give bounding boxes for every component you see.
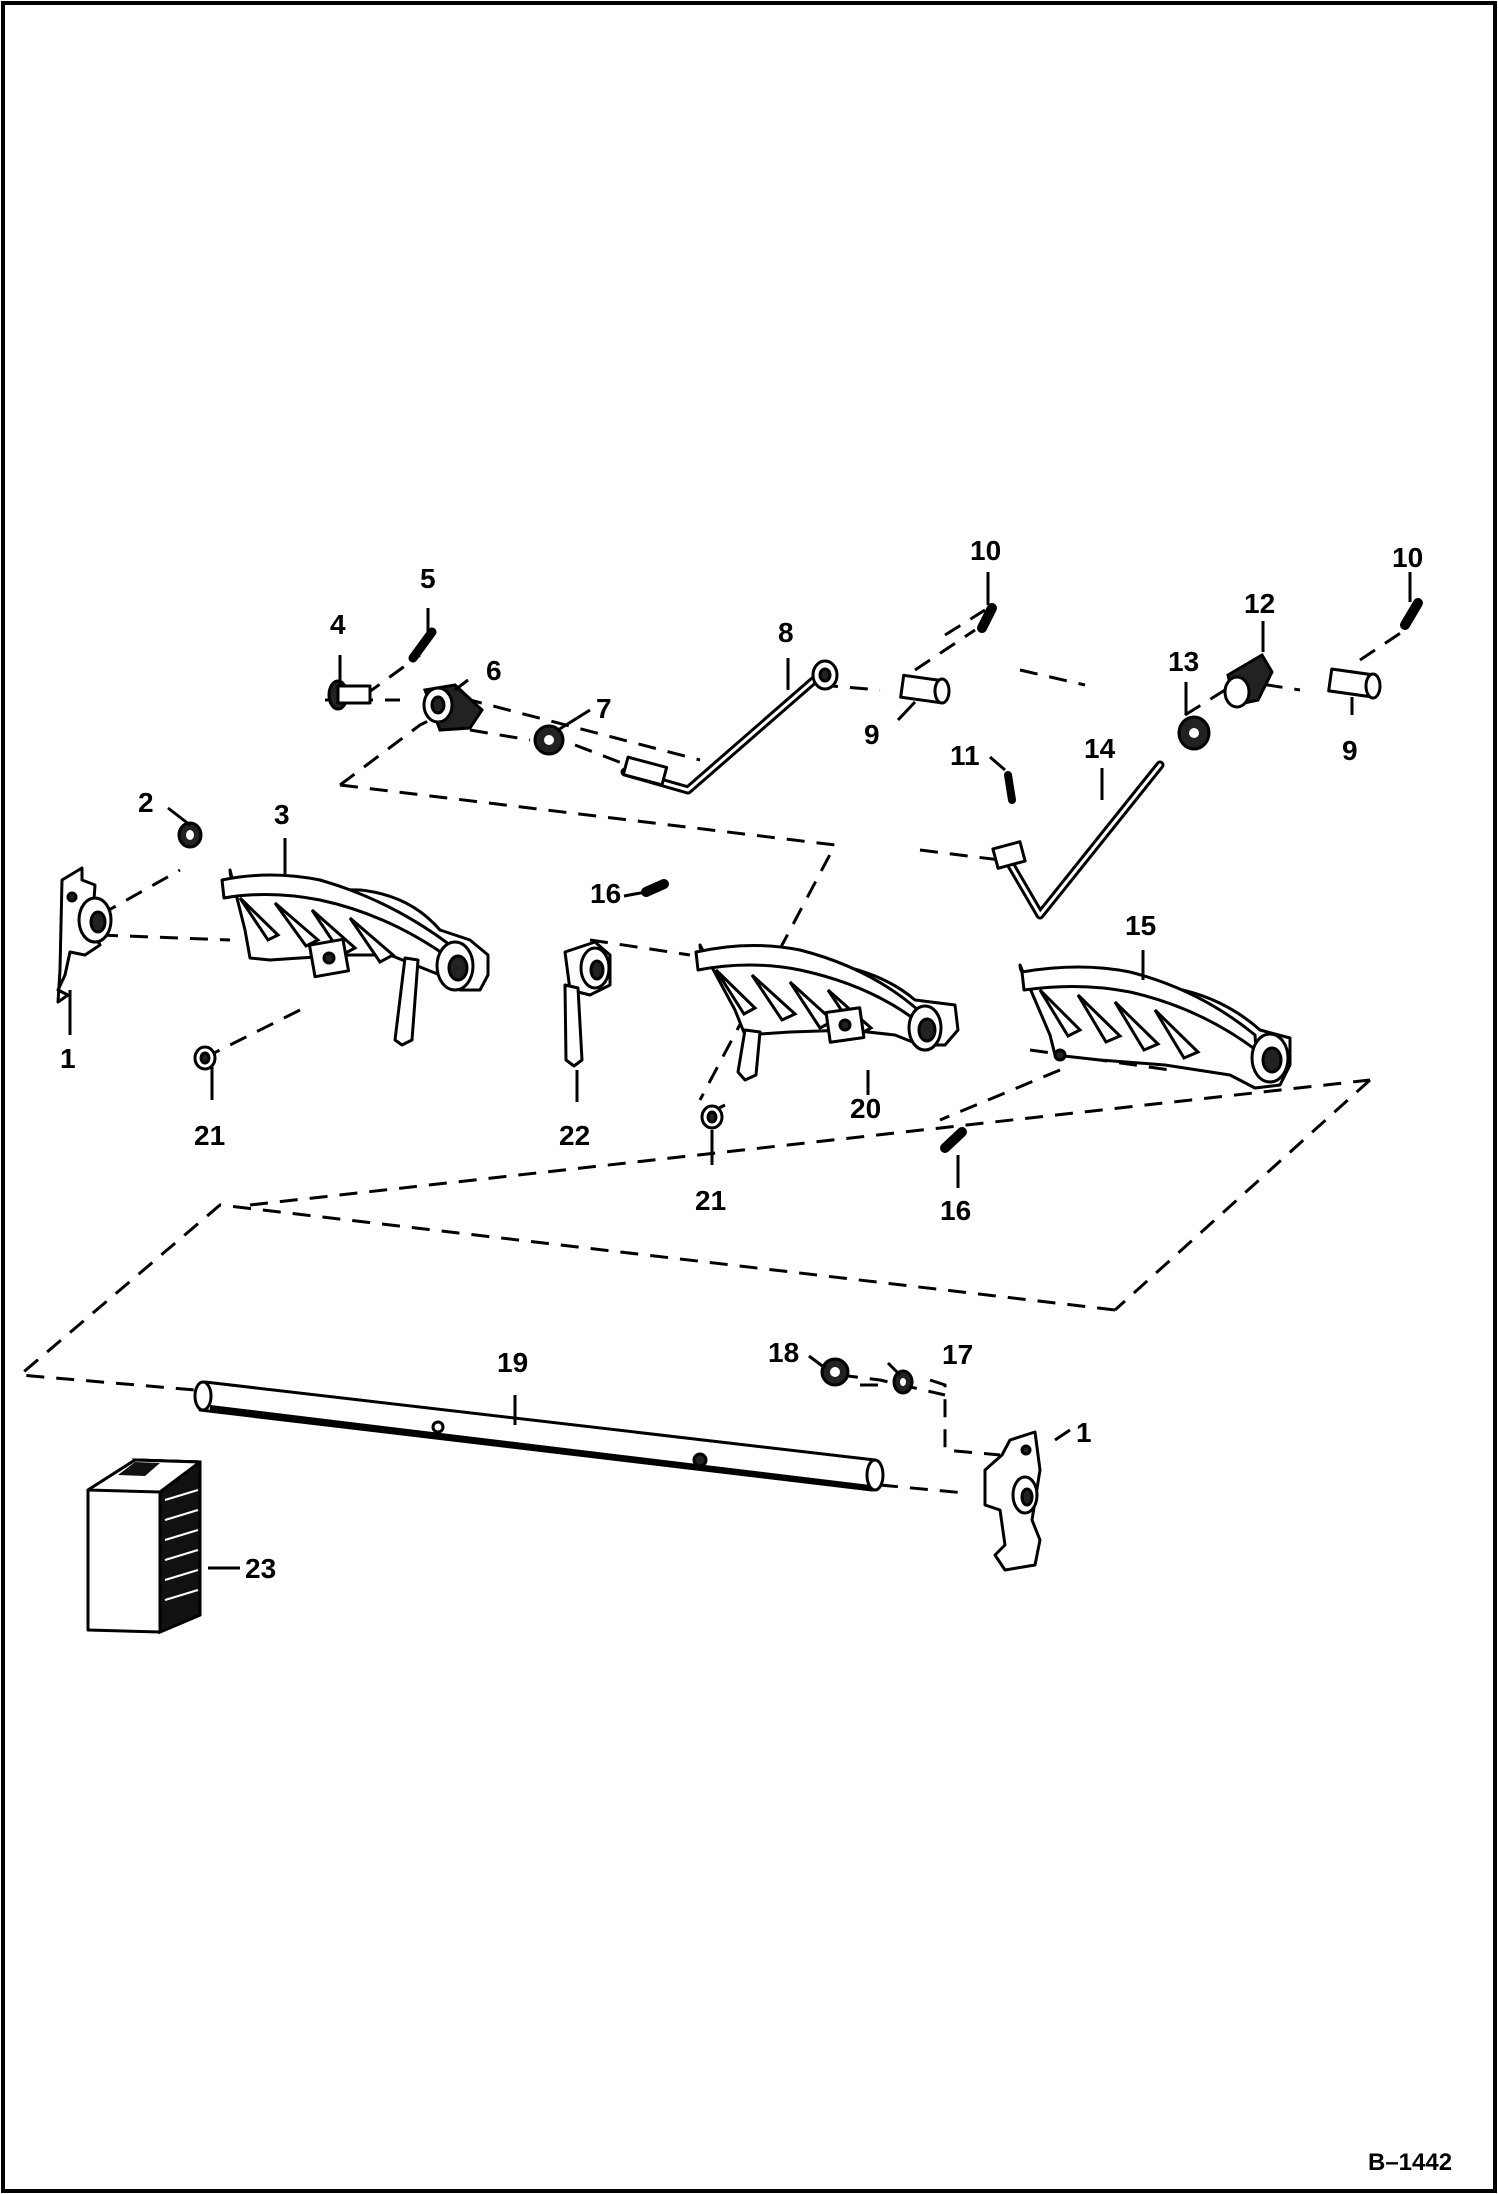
nut-7 xyxy=(533,724,565,756)
callout-15: 15 xyxy=(1125,910,1156,941)
lever-22 xyxy=(563,940,612,1068)
bracket-left xyxy=(56,866,113,1004)
pedal-15 xyxy=(1018,963,1292,1090)
nut-2 xyxy=(177,821,203,849)
rod-end-6 xyxy=(422,683,484,732)
callout-13: 13 xyxy=(1168,646,1199,677)
callout-8: 8 xyxy=(778,617,794,648)
callout-16-upper: 16 xyxy=(590,878,621,909)
pedal-3 xyxy=(220,868,490,1047)
callout-19: 19 xyxy=(497,1347,528,1378)
callout-18: 18 xyxy=(768,1337,799,1368)
nut-18 xyxy=(820,1357,850,1387)
callout-20: 20 xyxy=(850,1093,881,1124)
callouts: 1 2 3 4 5 6 7 8 9 9 10 10 11 12 13 14 15… xyxy=(60,535,1423,1584)
rod-end-12 xyxy=(1223,652,1274,709)
callout-23: 23 xyxy=(245,1553,276,1584)
rod-14 xyxy=(991,760,1165,920)
clip-21-right xyxy=(700,1104,724,1130)
callout-17: 17 xyxy=(942,1339,973,1370)
pedal-20 xyxy=(694,943,960,1082)
figure-reference: B–1442 xyxy=(1368,2149,1452,2176)
callout-3: 3 xyxy=(274,799,290,830)
pin-9-right xyxy=(1327,667,1382,700)
pin-16-upper xyxy=(641,879,669,897)
screw-10-left xyxy=(977,603,997,633)
callout-21-right: 21 xyxy=(695,1185,726,1216)
callout-6: 6 xyxy=(486,655,502,686)
callout-12: 12 xyxy=(1244,588,1275,619)
callout-22: 22 xyxy=(559,1120,590,1151)
callout-9-left: 9 xyxy=(864,719,880,750)
callout-5: 5 xyxy=(420,563,436,594)
callout-9-right: 9 xyxy=(1342,735,1358,766)
callout-16-lower: 16 xyxy=(940,1195,971,1226)
callout-11: 11 xyxy=(950,740,980,771)
callout-1-right: 1 xyxy=(1076,1417,1092,1448)
pin-4 xyxy=(327,679,372,711)
washer-17 xyxy=(892,1369,914,1395)
pin-16-lower xyxy=(940,1127,967,1153)
callout-4: 4 xyxy=(330,609,346,640)
pin-9-left xyxy=(899,673,951,705)
clip-21-left xyxy=(193,1045,217,1071)
pin-11 xyxy=(1004,771,1016,804)
callout-2: 2 xyxy=(138,787,154,818)
shaft-19 xyxy=(193,1380,885,1492)
callout-1-left: 1 xyxy=(60,1043,76,1074)
nut-13 xyxy=(1177,715,1211,751)
screw-5 xyxy=(408,627,437,663)
rod-8 xyxy=(620,659,839,795)
leader-lines xyxy=(68,572,1412,1570)
callout-21-left: 21 xyxy=(194,1120,225,1151)
bracket-right xyxy=(983,1430,1042,1572)
screw-10-right xyxy=(1400,598,1423,630)
callout-10-left: 10 xyxy=(970,535,1001,566)
decal-23 xyxy=(86,1458,202,1635)
callout-10-right: 10 xyxy=(1392,542,1423,573)
callout-14: 14 xyxy=(1084,733,1116,764)
callout-7: 7 xyxy=(596,693,612,724)
